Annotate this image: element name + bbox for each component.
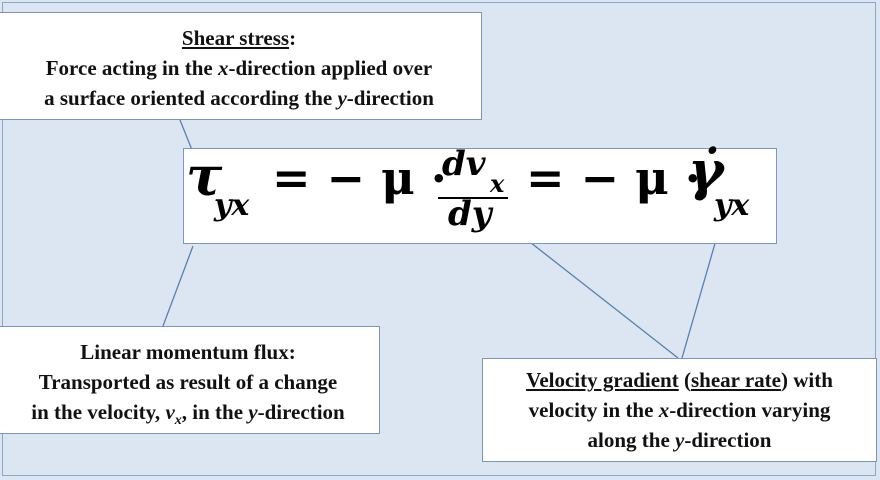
eq-tau-subscript: yx <box>214 188 250 223</box>
shear-rate-label: shear rate <box>690 368 781 392</box>
eq-denominator: dy <box>448 194 492 234</box>
momentum-text: , in the <box>181 400 249 424</box>
eq-gamma-subscript: yx <box>714 188 750 223</box>
gradient-text: velocity in the <box>528 398 659 422</box>
equation-box: τ yx = − μ · dv x dy = − μ · γ̇ yx <box>183 138 777 244</box>
momentum-text: in the velocity, <box>31 400 166 424</box>
shear-text: Force acting in the <box>45 56 218 80</box>
gradient-line-3: along the y-direction <box>483 425 876 455</box>
eq-equals-2: = − μ · <box>526 151 701 205</box>
velocity-gradient-box: Velocity gradient (shear rate) with velo… <box>482 358 877 462</box>
connector-gradient-right <box>681 239 717 359</box>
momentum-flux-box: Linear momentum flux: Transported as res… <box>0 326 380 434</box>
shear-colon: : <box>289 26 297 50</box>
eq-numerator: dv <box>442 144 486 184</box>
shear-title: Shear stress <box>181 26 290 50</box>
momentum-line-3: in the velocity, vx, in the y-direction <box>0 397 379 436</box>
momentum-line-2: Transported as result of a change <box>38 370 338 394</box>
shear-stress-box: Shear stress: Force acting in the x-dire… <box>0 12 482 120</box>
gradient-var-y: y <box>675 428 685 452</box>
gradient-line-2: velocity in the x-direction varying <box>483 395 876 425</box>
momentum-var-v: v <box>165 400 175 424</box>
shear-text: -direction applied over <box>228 56 433 80</box>
shear-line-3: a surface oriented according the y-direc… <box>0 83 481 113</box>
gradient-text: -direction <box>684 428 772 452</box>
gradient-text: ( <box>678 368 691 392</box>
gradient-title: Velocity gradient <box>526 368 679 392</box>
shear-line-2: Force acting in the x-direction applied … <box>0 53 481 83</box>
gradient-text: along the <box>587 428 676 452</box>
shear-title-line: Shear stress: <box>0 23 481 53</box>
gradient-var-x: x <box>658 398 670 422</box>
eq-equals-1: = − μ · <box>272 151 447 205</box>
gradient-text: ) with <box>780 368 833 392</box>
shear-text: a surface oriented according the <box>44 86 338 110</box>
shear-var-y: y <box>337 86 347 110</box>
momentum-var-x-sub: x <box>174 413 182 429</box>
eq-tau: τ <box>186 144 223 208</box>
connector-momentum <box>162 245 194 327</box>
shear-text: -direction <box>346 86 434 110</box>
shear-var-x: x <box>217 56 229 80</box>
momentum-title: Linear momentum flux: <box>80 340 296 364</box>
eq-gamma: γ̇ <box>688 138 724 202</box>
momentum-text: -direction <box>257 400 345 424</box>
gradient-title-line: Velocity gradient (shear rate) with <box>483 365 876 395</box>
fraction-bar <box>438 197 508 199</box>
eq-numerator-subscript: x <box>490 169 505 198</box>
connector-gradient-left <box>511 227 679 359</box>
momentum-var-y: y <box>248 400 258 424</box>
gradient-text: -direction varying <box>669 398 831 422</box>
